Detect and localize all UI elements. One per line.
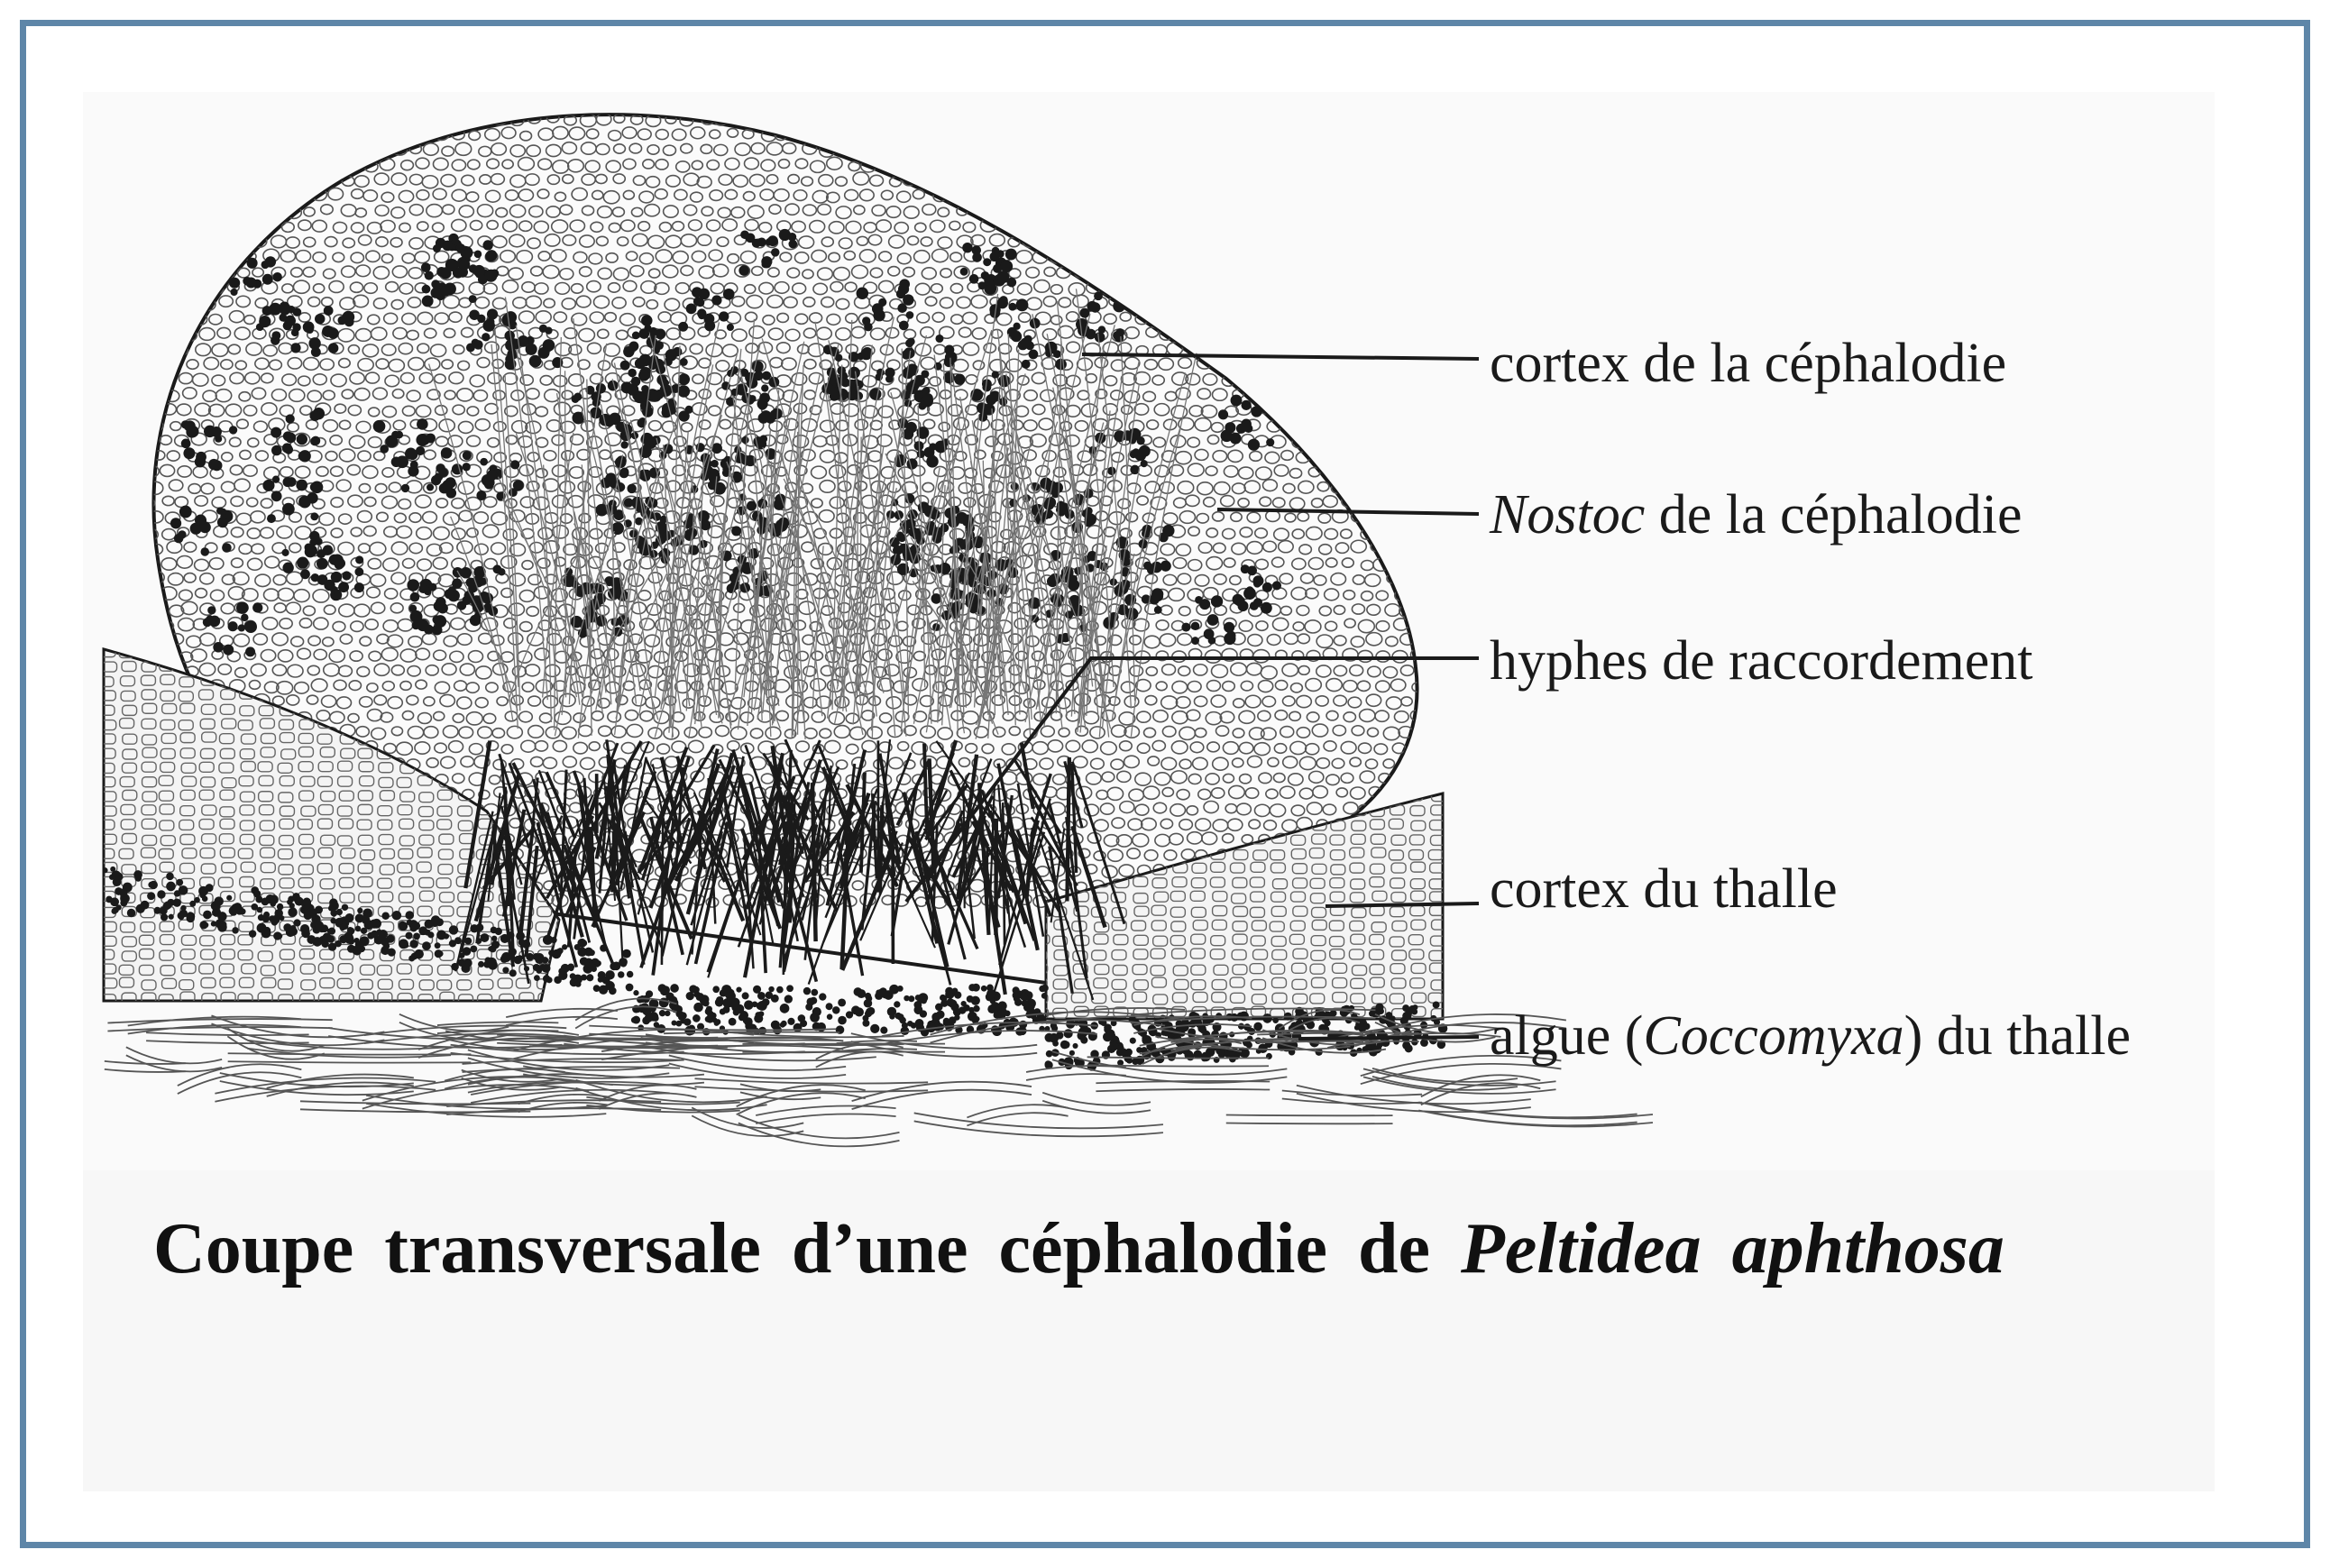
label-nostoc-italic: Nostoc [1490, 484, 1645, 546]
label-nostoc: Nostoc de la céphalodie [1490, 487, 2023, 543]
caption-plain: Coupe transversale d’une céphalodie de [153, 1209, 1461, 1288]
label-algue: algue (Coccomyxa) du thalle [1490, 1008, 2131, 1064]
caption-italic: Peltidea aphthosa [1461, 1209, 2004, 1288]
label-algue-pre: algue ( [1490, 1005, 1643, 1067]
label-algue-italic: Coccomyxa [1643, 1005, 1903, 1067]
figure-caption: Coupe transversale d’une céphalodie de P… [153, 1208, 2004, 1290]
label-cortex-thalle: cortex du thalle [1490, 861, 1838, 917]
label-hyphes-text: hyphes de raccordement [1490, 630, 2033, 692]
medulla-hyphae [105, 998, 1653, 1146]
label-cortex-thalle-text: cortex du thalle [1490, 858, 1838, 920]
label-algue-post: ) du thalle [1904, 1005, 2131, 1067]
label-cortex-cephalodie-text: cortex de la céphalodie [1490, 333, 2006, 394]
label-hyphes: hyphes de raccordement [1490, 633, 2033, 689]
label-nostoc-rest: de la céphalodie [1645, 484, 2022, 546]
label-cortex-cephalodie: cortex de la céphalodie [1490, 335, 2006, 391]
leader-algue [1298, 1037, 1479, 1039]
